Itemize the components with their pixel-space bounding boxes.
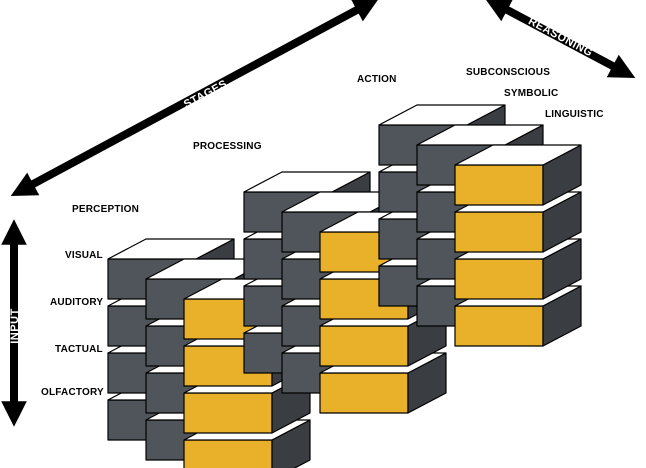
- cube-front-face: [183, 439, 273, 468]
- label-subconscious: SUBCONSCIOUS: [466, 67, 550, 78]
- cube-front-face: [454, 305, 544, 347]
- label-auditory: AUDITORY: [50, 297, 103, 308]
- input-axis-arrow: INPUT: [1, 219, 27, 427]
- label-action: ACTION: [357, 74, 397, 85]
- cube-front-face: [454, 258, 544, 300]
- label-tactual: TACTUAL: [55, 344, 103, 355]
- cube-top-face: [243, 171, 371, 193]
- cube-front-face: [319, 325, 409, 367]
- label-perception: PERCEPTION: [72, 204, 139, 215]
- input-axis-label: INPUT: [9, 308, 21, 344]
- label-linguistic: LINGUISTIC: [545, 109, 604, 120]
- reasoning-axis-arrow: REASONING: [484, 0, 636, 79]
- cube-grid: [107, 104, 582, 468]
- label-olfactory: OLFACTORY: [41, 387, 104, 398]
- reasoning-axis-label: REASONING: [526, 15, 594, 59]
- cube-top-face: [416, 124, 544, 146]
- cube-front-face: [454, 164, 544, 206]
- cube-top-face: [107, 238, 235, 260]
- cube-front-face: [319, 372, 409, 414]
- label-symbolic: SYMBOLIC: [504, 88, 558, 99]
- cube-top-face: [378, 104, 506, 126]
- stages-axis-label: STAGES: [182, 78, 230, 111]
- label-visual: VISUAL: [65, 250, 103, 261]
- cube-top-face: [454, 144, 582, 166]
- cube-front-face: [183, 392, 273, 434]
- cube-front-face: [454, 211, 544, 253]
- cube-action-linguistic: [454, 144, 582, 206]
- stages-axis-arrow: STAGES: [10, 0, 380, 197]
- label-processing: PROCESSING: [193, 141, 262, 152]
